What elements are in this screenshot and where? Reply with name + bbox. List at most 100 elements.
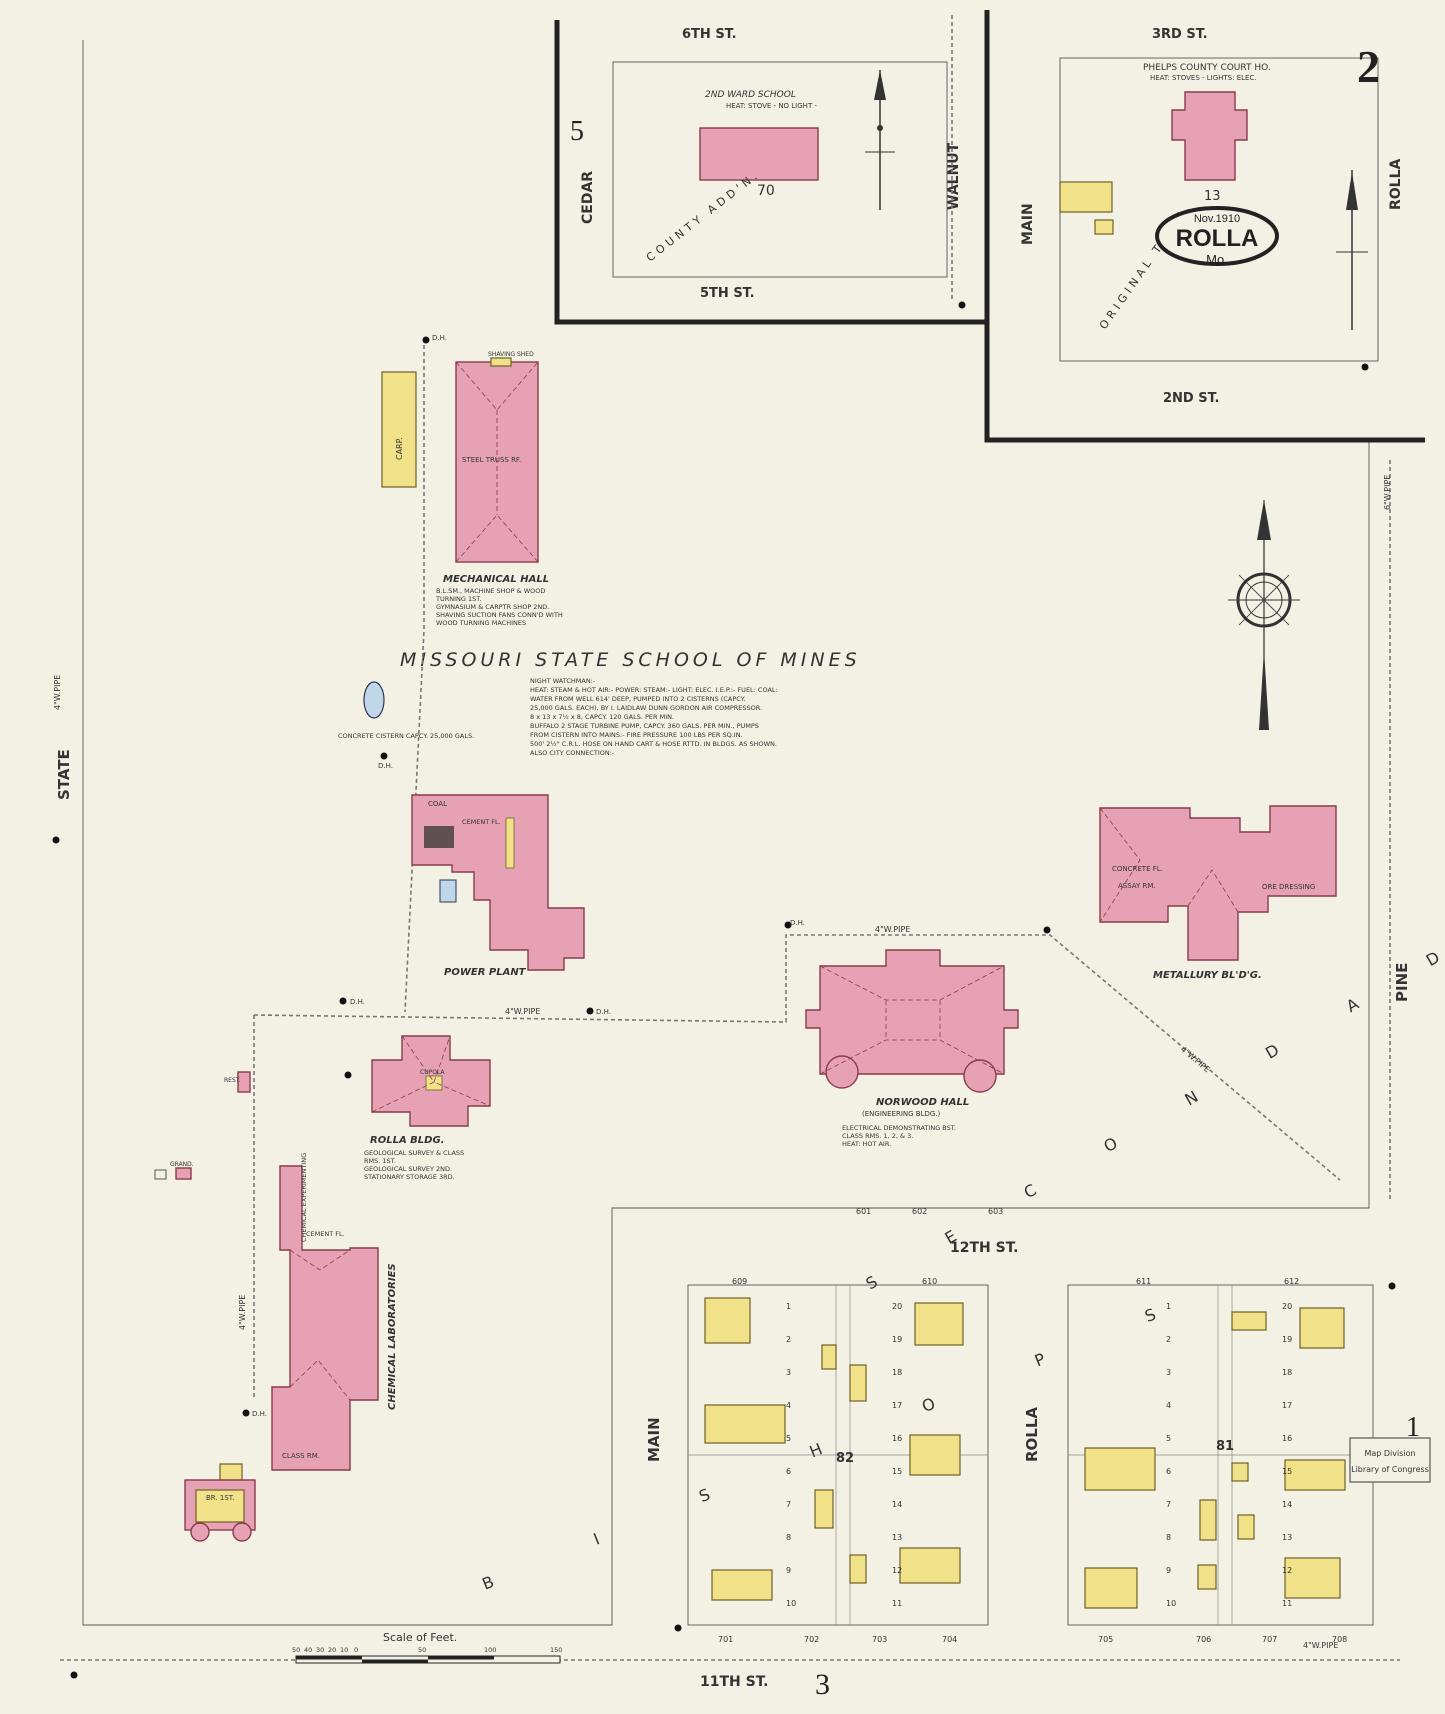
scale-tick-label: 100 — [484, 1646, 496, 1654]
street-label-2nd: 2ND ST. — [1163, 391, 1219, 406]
power-plant — [411, 794, 585, 971]
street-address: 610 — [922, 1277, 937, 1286]
dh-label: D.H. — [378, 762, 393, 770]
dh-label: D.H. — [350, 998, 365, 1006]
rest-building — [237, 1071, 251, 1093]
2nd-ward-school-note: HEAT: STOVE - NO LIGHT - — [726, 102, 817, 110]
lot-number: 10 — [786, 1599, 796, 1608]
dwelling — [1284, 1459, 1346, 1491]
scale-tick-label: 10 — [340, 1646, 348, 1654]
dh-label: D.H. — [596, 1008, 611, 1016]
lot-number: 11 — [1282, 1599, 1292, 1608]
hydrant-icon — [674, 1624, 682, 1632]
lot-number: 2 — [786, 1335, 791, 1344]
street-address: 603 — [988, 1207, 1003, 1216]
svg-text:HEAT: STEAM & HOT AIR:- POWER:: HEAT: STEAM & HOT AIR:- POWER: STEAM:- L… — [530, 686, 778, 694]
street-address: 702 — [804, 1635, 819, 1644]
scale-tick-label: 30 — [316, 1646, 324, 1654]
hydrant-icon — [52, 836, 60, 844]
svg-text:B.L.SM., MACHINE SHOP & WOOD: B.L.SM., MACHINE SHOP & WOOD — [436, 587, 545, 595]
scale-tick-label: 20 — [328, 1646, 336, 1654]
lot-number: 10 — [1166, 1599, 1176, 1608]
dwelling — [1284, 1557, 1341, 1599]
hydrants — [52, 301, 1396, 1679]
lot-number: 3 — [786, 1368, 791, 1377]
lot-number: 14 — [892, 1500, 902, 1509]
pipe-label-e: 4"W.PIPE — [53, 675, 62, 710]
scale-tick-label: 50 — [292, 1646, 300, 1654]
hydrant-icon — [1388, 1282, 1396, 1290]
street-address: 705 — [1098, 1635, 1113, 1644]
dwelling — [1199, 1499, 1217, 1541]
metallurgy-assay: ASSAY RM. — [1118, 882, 1156, 890]
power-plant-cement: CEMENT FL. — [462, 818, 501, 826]
street-address: 612 — [1284, 1277, 1299, 1286]
stamp-line-2: Library of Congress — [1351, 1465, 1429, 1474]
scale-tick-label: 40 — [304, 1646, 312, 1654]
lot-number: 12 — [892, 1566, 902, 1575]
dwelling — [704, 1404, 786, 1444]
scale-tick-label: 0 — [354, 1646, 358, 1654]
dwelling — [1299, 1307, 1345, 1349]
lot-number: 1 — [786, 1302, 791, 1311]
lot-number: 18 — [892, 1368, 902, 1377]
inset-right: 3RD ST. 2ND ST. MAIN ROLLA 2 PHELPS COUN… — [984, 10, 1425, 443]
metallurgy-building — [1099, 805, 1337, 961]
lot-number: 12 — [1282, 1566, 1292, 1575]
svg-text:HEAT: HOT AIR.: HEAT: HOT AIR. — [842, 1140, 891, 1148]
concrete-cistern-label: CONCRETE CISTERN CAPCY. 25,000 GALS. — [338, 732, 474, 740]
block-number-82: 82 — [836, 1451, 854, 1466]
inset-dwelling-b — [1094, 219, 1114, 235]
street-label-11th: 11TH ST. — [700, 1674, 768, 1690]
scale-tick-label: 150 — [550, 1646, 562, 1654]
hydrant-icon — [1043, 926, 1051, 934]
svg-text:RMS. 1ST.: RMS. 1ST. — [364, 1157, 396, 1165]
lot-number: 20 — [1282, 1302, 1292, 1311]
lot-number: 3 — [1166, 1368, 1171, 1377]
lot-number: 15 — [1282, 1467, 1292, 1476]
date-cartouche: Nov.1910 ROLLA Mo. — [1155, 206, 1279, 267]
lot-number: 6 — [786, 1467, 791, 1476]
grand-label: GRAND. — [170, 1161, 194, 1168]
campus-block-outline — [82, 40, 1370, 1626]
dwelling — [704, 1297, 751, 1344]
street-label-cedar: CEDAR — [580, 171, 596, 224]
county-addn-label: COUNTY ADD'N. — [644, 167, 763, 264]
svg-text:BUFFALO 2 STAGE TURBINE PUMP,: BUFFALO 2 STAGE TURBINE PUMP, CAPCY. 360… — [530, 722, 759, 730]
lot-number: 4 — [1166, 1401, 1171, 1410]
2nd-ward-school-label: 2ND WARD SCHOOL — [705, 90, 796, 100]
svg-text:GYMNASIUM & CARPTR SHOP 2ND.: GYMNASIUM & CARPTR SHOP 2ND. — [436, 603, 549, 611]
svg-text:SHAVING SUCTION FANS CONN'D WI: SHAVING SUCTION FANS CONN'D WITH — [436, 611, 563, 619]
street-label-rolla: ROLLA — [1023, 1407, 1041, 1462]
grand-stand — [175, 1167, 192, 1180]
svg-text:ELECTRICAL DEMONSTRATING BST.: ELECTRICAL DEMONSTRATING BST. — [842, 1124, 956, 1132]
2nd-ward-school-footprint — [699, 127, 819, 181]
street-address: 609 — [732, 1277, 747, 1286]
block-number-70: 70 — [757, 183, 775, 199]
dwelling — [1084, 1447, 1156, 1491]
carpenter-shed — [381, 371, 417, 488]
hydrant-icon — [380, 752, 388, 760]
street-label-12th: 12TH ST. — [950, 1240, 1018, 1256]
svg-text:GEOLOGICAL SURVEY 2ND.: GEOLOGICAL SURVEY 2ND. — [364, 1165, 452, 1173]
hydrant-icon — [958, 301, 966, 309]
dwelling — [711, 1569, 773, 1601]
north-arrow-left-icon — [865, 70, 895, 210]
svg-text:STATIONARY STORAGE 3RD.: STATIONARY STORAGE 3RD. — [364, 1173, 455, 1181]
metallurgy-ore: ORE DRESSING — [1262, 883, 1315, 891]
hydrant-icon — [339, 997, 347, 1005]
campus-notes: NIGHT WATCHMAN:- HEAT: STEAM & HOT AIR:-… — [530, 677, 778, 757]
dwelling — [821, 1344, 837, 1370]
page-number: 2 — [1357, 41, 1380, 92]
street-address: 602 — [912, 1207, 927, 1216]
mechanical-hall — [455, 357, 539, 563]
norwood-hall-sub: (ENGINEERING BLDG.) — [862, 1110, 941, 1118]
dwelling — [1231, 1311, 1267, 1331]
pipe-label-g: 6"W.PIPE — [1383, 475, 1392, 510]
street-label-pine: PINE — [1393, 963, 1411, 1002]
